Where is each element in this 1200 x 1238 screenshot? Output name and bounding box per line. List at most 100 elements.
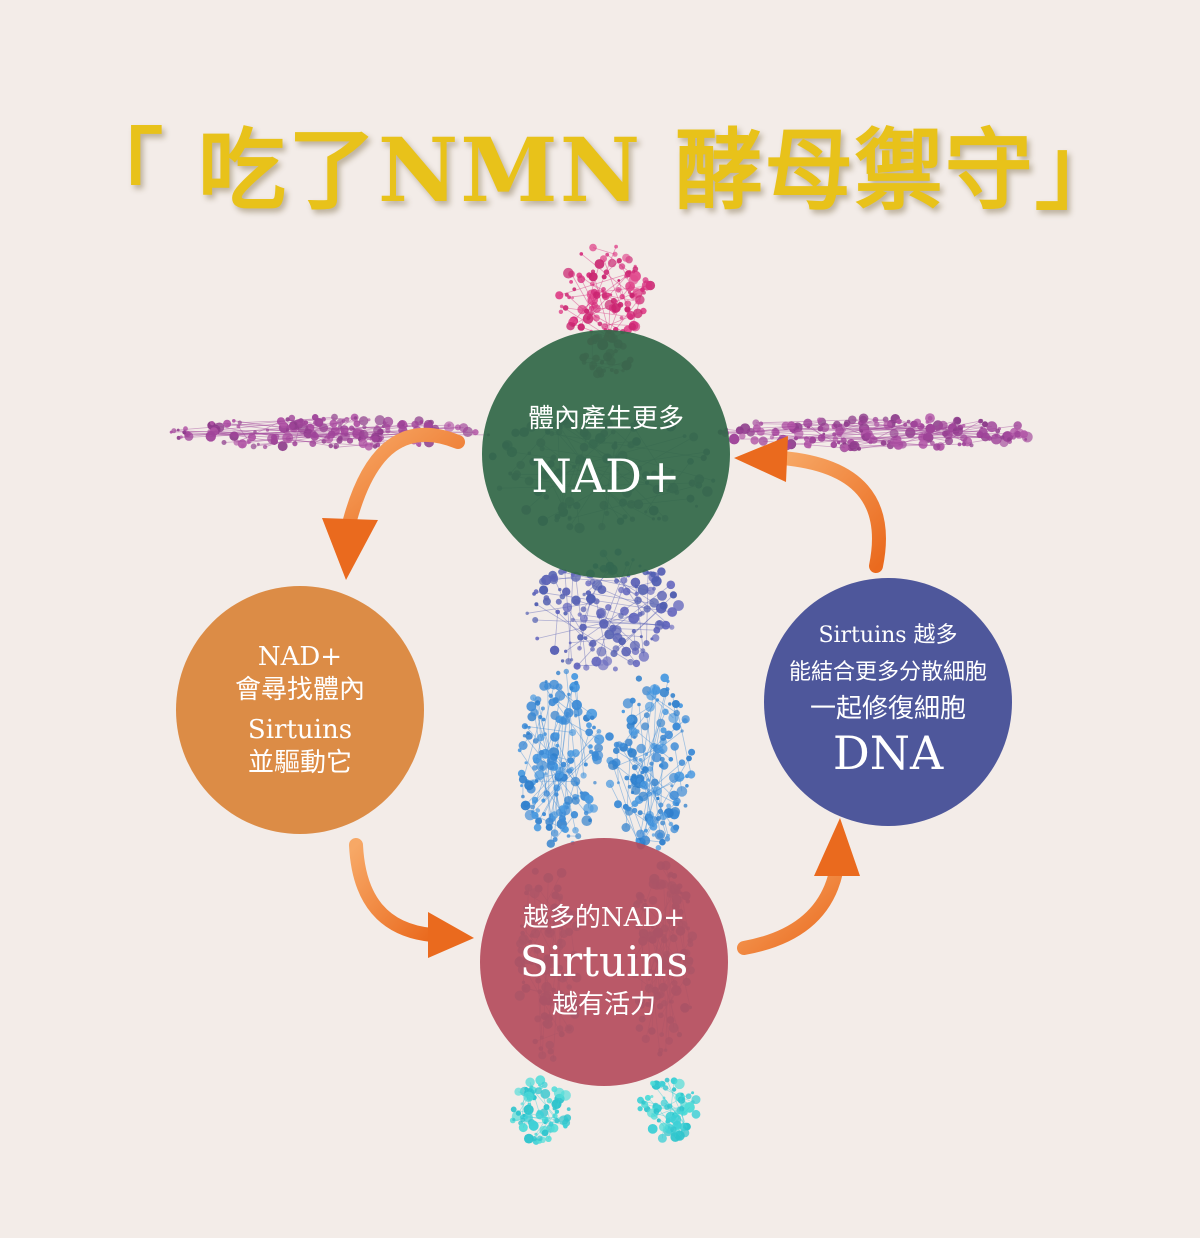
figure-dot <box>635 298 642 305</box>
figure-dot <box>554 690 566 701</box>
figure-dot <box>657 590 667 601</box>
figure-dot <box>580 606 587 613</box>
figure-dot <box>683 803 688 808</box>
figure-dot <box>534 1132 538 1136</box>
figure-link <box>726 429 851 443</box>
figure-dot <box>531 811 539 820</box>
figure-link <box>554 720 564 834</box>
figure-dot <box>657 743 668 754</box>
figure-dot <box>555 770 564 779</box>
figure-dot <box>563 668 569 675</box>
figure-link <box>807 422 824 438</box>
figure-link <box>586 310 623 332</box>
figure-dot <box>772 429 780 436</box>
node-top-line2: NAD+ <box>531 448 681 503</box>
figure-link <box>349 433 360 442</box>
figure-link <box>178 426 388 439</box>
figure-dot <box>612 666 618 672</box>
figure-dot <box>369 442 374 446</box>
figure-dot <box>594 259 605 269</box>
figure-link <box>536 591 673 613</box>
node-left-line2: 會尋找體內 <box>234 674 365 705</box>
figure-dot <box>874 421 880 427</box>
figure-link <box>592 584 672 644</box>
figure-link <box>616 744 619 783</box>
figure-link <box>633 292 638 297</box>
figure-link <box>549 1100 555 1109</box>
figure-dot <box>554 1117 560 1124</box>
figure-dot <box>237 439 247 449</box>
page-title: 「 吃了NMN 酵母禦守」 <box>75 118 1125 222</box>
figure-dot <box>911 420 918 428</box>
figure-link <box>723 432 895 442</box>
figure-dot <box>556 670 561 676</box>
figure-link <box>609 783 638 840</box>
figure-dot <box>583 762 588 767</box>
figure-dot <box>572 287 577 292</box>
figure-dot <box>613 747 620 754</box>
figure-dot <box>552 837 558 842</box>
figure-link <box>210 425 384 437</box>
figure-dot <box>531 1136 538 1142</box>
figure-dot <box>671 1087 677 1092</box>
figure-link <box>668 1080 675 1128</box>
figure-dot <box>649 822 658 831</box>
figure-link <box>519 750 564 814</box>
figure-dot <box>560 715 570 725</box>
figure-dot <box>656 832 664 839</box>
figure-dot <box>632 659 641 668</box>
figure-link <box>566 607 586 639</box>
figure-link <box>558 686 579 712</box>
figure-link <box>910 420 958 434</box>
figure-link <box>725 426 825 434</box>
figure-dot <box>582 592 586 597</box>
figure-dot <box>644 752 649 756</box>
figure-link <box>537 699 563 825</box>
figure-dot <box>226 423 230 427</box>
figure-dot <box>905 427 916 438</box>
figure-link <box>300 420 380 440</box>
figure-dot <box>640 835 651 846</box>
figure-dot <box>666 580 676 590</box>
figure-dot <box>553 732 560 739</box>
figure-link <box>640 839 663 843</box>
figure-dot <box>843 419 851 427</box>
figure-dot <box>555 743 560 748</box>
figure-dot <box>628 727 638 736</box>
figure-link <box>606 260 620 273</box>
figure-link <box>574 687 587 765</box>
figure-dot <box>539 765 544 771</box>
figure-link <box>532 1089 556 1117</box>
figure-dot <box>358 439 368 449</box>
figure-link <box>535 1119 546 1135</box>
figure-link <box>178 416 335 431</box>
figure-dot <box>567 692 571 697</box>
figure-link <box>629 706 651 720</box>
figure-dot <box>758 436 768 446</box>
figure-dot <box>868 440 873 445</box>
figure-dot <box>546 1097 553 1104</box>
figure-link <box>615 292 645 330</box>
figure-dot <box>601 289 605 293</box>
figure-link <box>239 417 356 423</box>
figure-dot <box>659 601 668 610</box>
figure-link <box>596 307 613 310</box>
figure-dot <box>569 686 574 691</box>
figure-dot <box>962 423 966 428</box>
figure-dot <box>581 815 593 826</box>
figure-dot <box>543 595 550 601</box>
figure-dot <box>621 823 631 832</box>
figure-dot <box>572 827 579 834</box>
figure-link <box>640 759 655 793</box>
figure-dot <box>669 772 679 783</box>
figure-link <box>645 763 652 831</box>
figure-link <box>873 421 909 441</box>
figure-link <box>545 719 560 754</box>
figure-link <box>615 748 658 767</box>
figure-dot <box>520 784 523 788</box>
figure-link <box>591 246 617 309</box>
figure-link <box>298 423 347 435</box>
figure-dot <box>680 1092 684 1096</box>
figure-dot <box>606 292 611 297</box>
figure-dot <box>872 416 879 423</box>
